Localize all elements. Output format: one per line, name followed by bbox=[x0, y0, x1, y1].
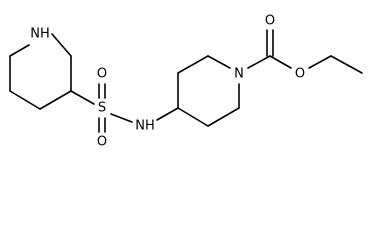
sulfonyl-group bbox=[98, 83, 133, 133]
piperidine-ring-left bbox=[9, 33, 72, 110]
atom-label-nh-ring: NH bbox=[30, 27, 50, 42]
structure-diagram: NH S O O NH N O O bbox=[9, 14, 363, 150]
atom-label-o-carbonyl: O bbox=[265, 14, 275, 29]
bond bbox=[177, 107, 209, 127]
atom-label-o-down: O bbox=[97, 135, 107, 150]
bond bbox=[9, 44, 30, 57]
bond bbox=[207, 107, 240, 127]
bond bbox=[330, 55, 363, 74]
bond bbox=[247, 55, 271, 69]
atom-label-nh-link: NH bbox=[135, 119, 155, 134]
atom-label-s: S bbox=[98, 101, 106, 116]
atom-label-o-ester: O bbox=[295, 67, 305, 82]
piperidine-ring-right bbox=[177, 55, 240, 127]
ethyl-carbamate-group bbox=[247, 29, 363, 74]
atom-label-o-up: O bbox=[97, 67, 107, 82]
bond bbox=[207, 55, 231, 69]
bond bbox=[110, 113, 133, 123]
bond bbox=[269, 55, 292, 69]
bond bbox=[156, 107, 179, 121]
atom-label-n-ring: N bbox=[234, 67, 244, 82]
bond bbox=[177, 55, 209, 74]
bond bbox=[9, 90, 41, 110]
bond bbox=[308, 55, 332, 69]
bond bbox=[39, 90, 72, 110]
bond bbox=[51, 33, 72, 57]
bond bbox=[70, 90, 95, 105]
